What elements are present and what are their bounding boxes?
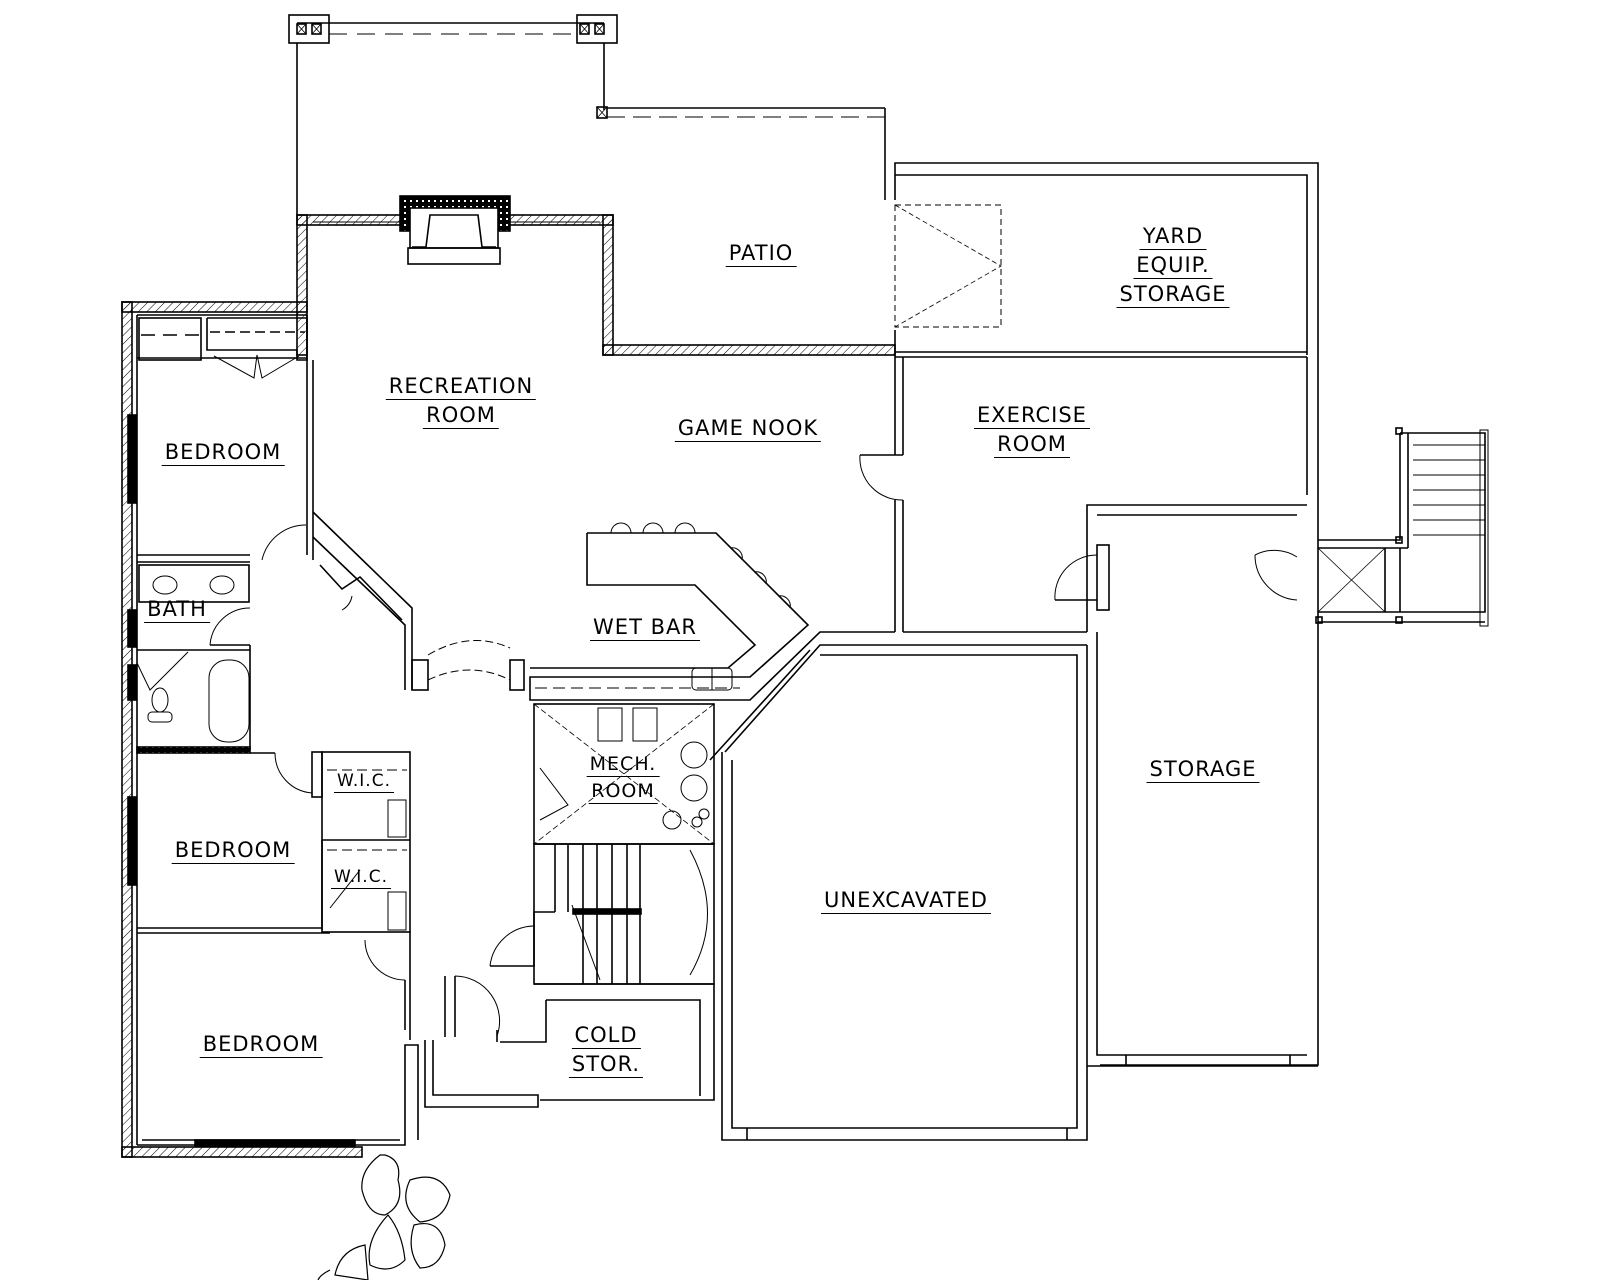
unexcavated-area bbox=[721, 645, 1318, 1141]
room-label-patio: PATIO bbox=[725, 240, 797, 269]
room-label-exercise-room: EXERCISE ROOM bbox=[974, 402, 1090, 460]
room-label-bedroom-1: BEDROOM bbox=[161, 439, 285, 468]
room-label-unexcavated: UNEXCAVATED bbox=[821, 887, 991, 916]
game-exercise-wall bbox=[859, 357, 1307, 1056]
room-label-cold-storage: COLD STOR. bbox=[568, 1022, 644, 1080]
room-label-wic-2: W.I.C. bbox=[331, 866, 391, 891]
room-label-wet-bar: WET BAR bbox=[590, 614, 700, 643]
room-label-wic-1: W.I.C. bbox=[334, 770, 394, 795]
room-label-bedroom-2: BEDROOM bbox=[171, 837, 295, 866]
room-label-yard-equip-storage: YARD EQUIP. STORAGE bbox=[1116, 223, 1230, 310]
room-label-storage: STORAGE bbox=[1146, 756, 1260, 785]
landscape-rocks bbox=[317, 1154, 451, 1280]
interior-walls bbox=[136, 315, 419, 1146]
recreation-exterior-walls bbox=[296, 195, 896, 356]
room-label-mech-room: MECH. ROOM bbox=[586, 752, 660, 806]
exterior-stair bbox=[1315, 427, 1489, 627]
cold-storage bbox=[424, 975, 715, 1108]
patio-cover bbox=[288, 14, 886, 215]
room-label-game-nook: GAME NOOK bbox=[674, 415, 822, 444]
left-exterior-wall bbox=[121, 301, 363, 1158]
wet-bar-counter bbox=[529, 522, 1087, 761]
room-label-bedroom-3: BEDROOM bbox=[199, 1031, 323, 1060]
bedroom1-closet bbox=[137, 317, 308, 379]
yard-equip-storage-walls bbox=[894, 162, 1319, 1066]
mechanical-room bbox=[533, 703, 715, 845]
hallway-angled-walls bbox=[312, 511, 525, 691]
room-label-bath: BATH bbox=[144, 596, 210, 625]
interior-stair bbox=[489, 843, 715, 985]
room-label-recreation-room: RECREATION ROOM bbox=[385, 373, 537, 431]
